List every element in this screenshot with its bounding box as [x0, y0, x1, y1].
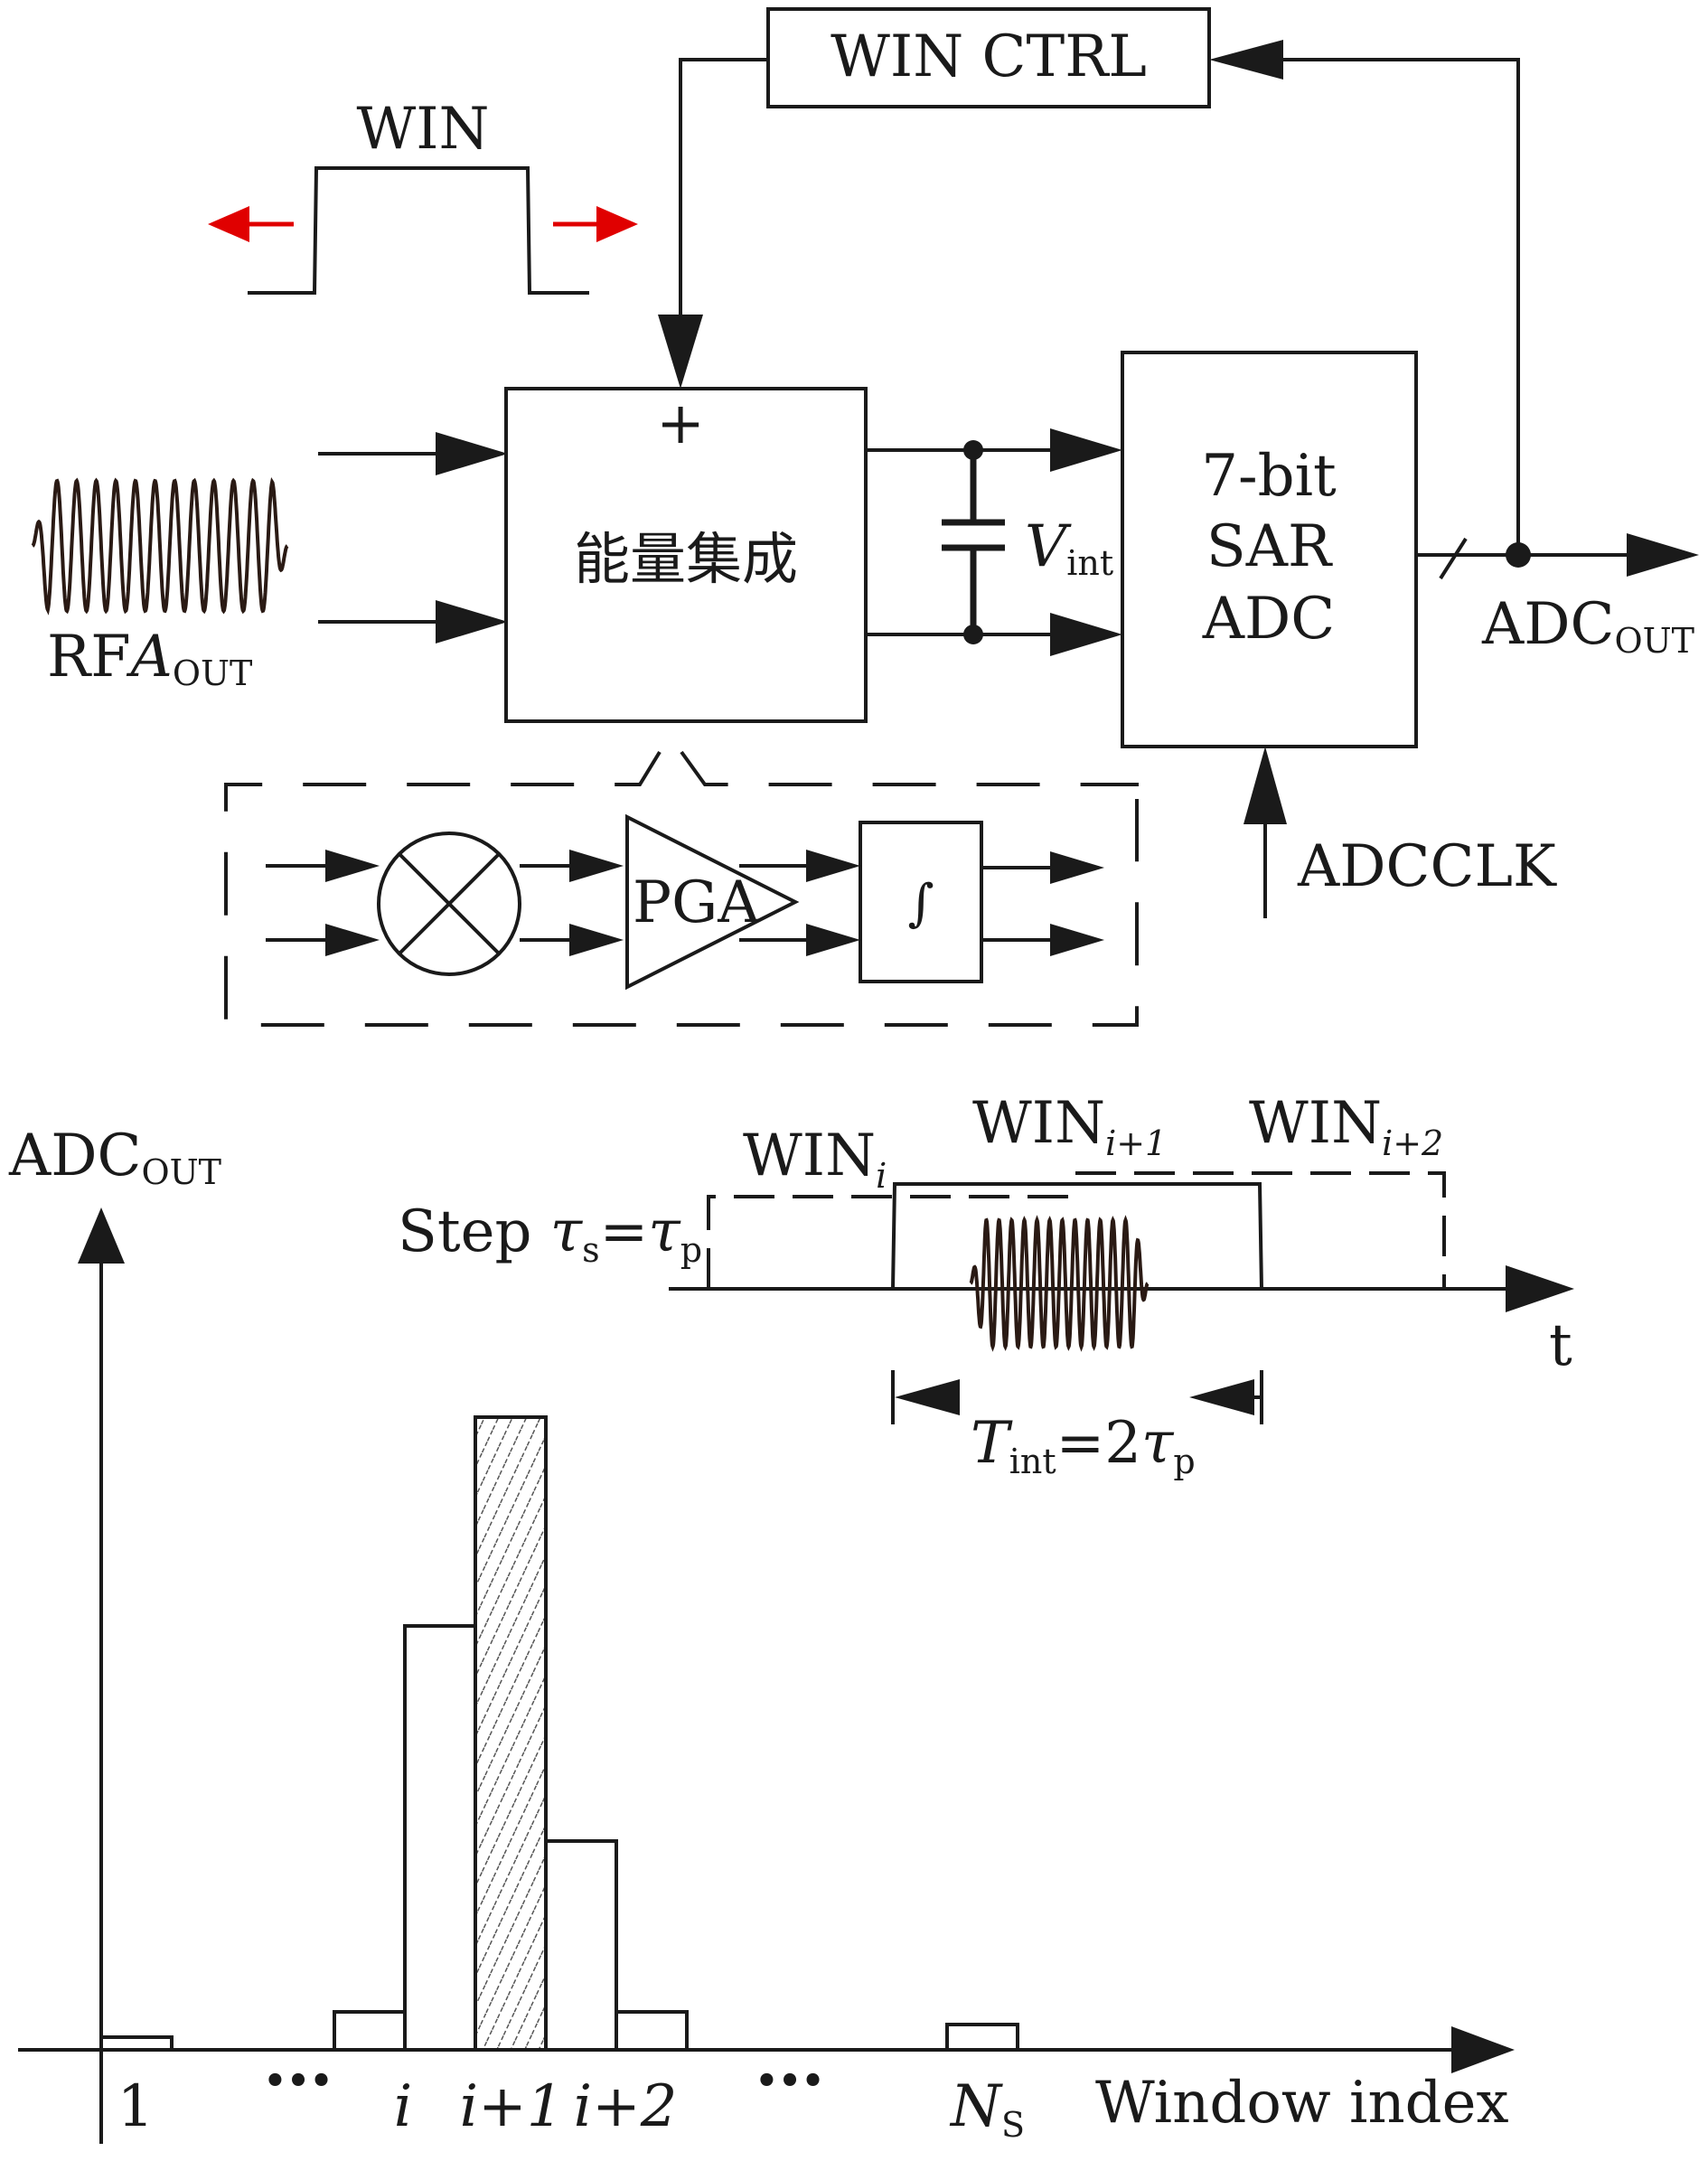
rf-input-waveform [31, 476, 289, 615]
histogram-bars [99, 1415, 1019, 2052]
adc-label-line2: SAR [1206, 513, 1333, 580]
win-ctrl-wire [679, 58, 768, 362]
input-arrowhead-top [436, 432, 508, 475]
win-ctrl-arrowhead [658, 315, 703, 389]
y-axis-arrowhead [78, 1207, 125, 1264]
timing-inset: Step τs=τp t WINi WINi+1 WINi+2 Tint=2τp [398, 1090, 1574, 1481]
detail-outline [224, 750, 1139, 1027]
vint-label: Vint [1025, 513, 1113, 583]
win-pulse-waveform [248, 166, 589, 295]
integrator-block [859, 821, 983, 983]
step-label: Step τs=τp [398, 1198, 702, 1270]
vint-arrowhead-top [1050, 428, 1122, 472]
window-i [707, 1195, 1077, 1289]
win-ctrl-box [766, 7, 1211, 108]
win-i-label: WINi [743, 1123, 887, 1196]
histogram: ADCOUT 1 ••• i i+1 i+2 ••• NS Window ind… [8, 1123, 1515, 2145]
energy-block-label: 能量集成 [574, 526, 798, 592]
pga-label: PGA [633, 869, 760, 936]
histogram-y-label: ADCOUT [8, 1123, 221, 1192]
output-junction-dot [1506, 542, 1531, 568]
adc-label-line3: ADC [1202, 586, 1336, 653]
rf-aout-label: RFAOUT [47, 624, 252, 693]
bar-ns [945, 2023, 1019, 2052]
win-ctrl-label: WIN CTRL [831, 23, 1147, 90]
win-i2-label: WINi+2 [1249, 1090, 1443, 1163]
tint-label: Tint=2τp [971, 1410, 1196, 1481]
adc-out-label: ADCOUT [1481, 591, 1694, 661]
tick-ns: NS [949, 2073, 1025, 2145]
plus-sign: + [656, 390, 705, 457]
window-i-plus-1 [891, 1182, 1263, 1290]
tick-i-plus-2: i+2 [574, 2073, 678, 2140]
feedback-wire [1256, 58, 1520, 555]
adc-output-arrowhead [1627, 533, 1699, 577]
energy-integration-block [504, 387, 868, 723]
adcclk-label: ADCCLK [1297, 833, 1557, 900]
mixer-icon [377, 832, 521, 976]
bar-i-minus-1 [333, 2010, 407, 2052]
top-block-diagram: WIN CTRL WIN RFAOUT + 能量集成 [31, 7, 1699, 1027]
vint-arrowhead-bottom [1050, 613, 1122, 656]
win-pulse-label: WIN [356, 96, 489, 163]
bar-i-plus-2 [544, 1839, 618, 2052]
x-axis-label: Window index [1095, 2070, 1509, 2137]
time-axis-arrowhead [1506, 1265, 1574, 1312]
x-axis-arrowhead [1451, 2026, 1515, 2073]
bar-i [403, 1624, 477, 2052]
integrator-symbol: ∫ [907, 874, 934, 933]
input-arrowhead-bottom [436, 600, 508, 644]
shift-left-arrow-icon [208, 206, 249, 242]
tint-arrowhead-left [895, 1379, 960, 1415]
window-i-plus-2 [1075, 1171, 1446, 1289]
adc-label-line1: 7-bit [1201, 443, 1337, 510]
feedback-arrowhead [1209, 40, 1283, 80]
detail-signal-chain: PGA ∫ [266, 813, 1104, 991]
tint-arrowhead-right [1189, 1379, 1254, 1415]
bus-slash [1439, 537, 1468, 580]
bar-i-plus-1 [474, 1415, 548, 2052]
detail-outline-top-right [680, 750, 1139, 786]
bar-1 [99, 2035, 174, 2052]
tick-1: 1 [117, 2073, 155, 2140]
win-i1-label: WINi+1 [972, 1090, 1167, 1163]
tick-i-plus-1: i+1 [460, 2073, 564, 2140]
tick-ellipsis-right: ••• [755, 2060, 825, 2102]
bar-i-plus-3 [615, 2010, 689, 2052]
capacitor-icon [942, 440, 1005, 644]
pulse-waveform [969, 1215, 1150, 1352]
tick-ellipsis-left: ••• [264, 2060, 333, 2102]
adcclk-arrowhead [1243, 747, 1287, 824]
sar-adc-block [1121, 351, 1418, 748]
time-axis-label: t [1549, 1312, 1572, 1379]
shift-right-arrow-icon [596, 206, 638, 242]
pga-triangle [625, 813, 800, 991]
tick-i: i [394, 2073, 412, 2140]
